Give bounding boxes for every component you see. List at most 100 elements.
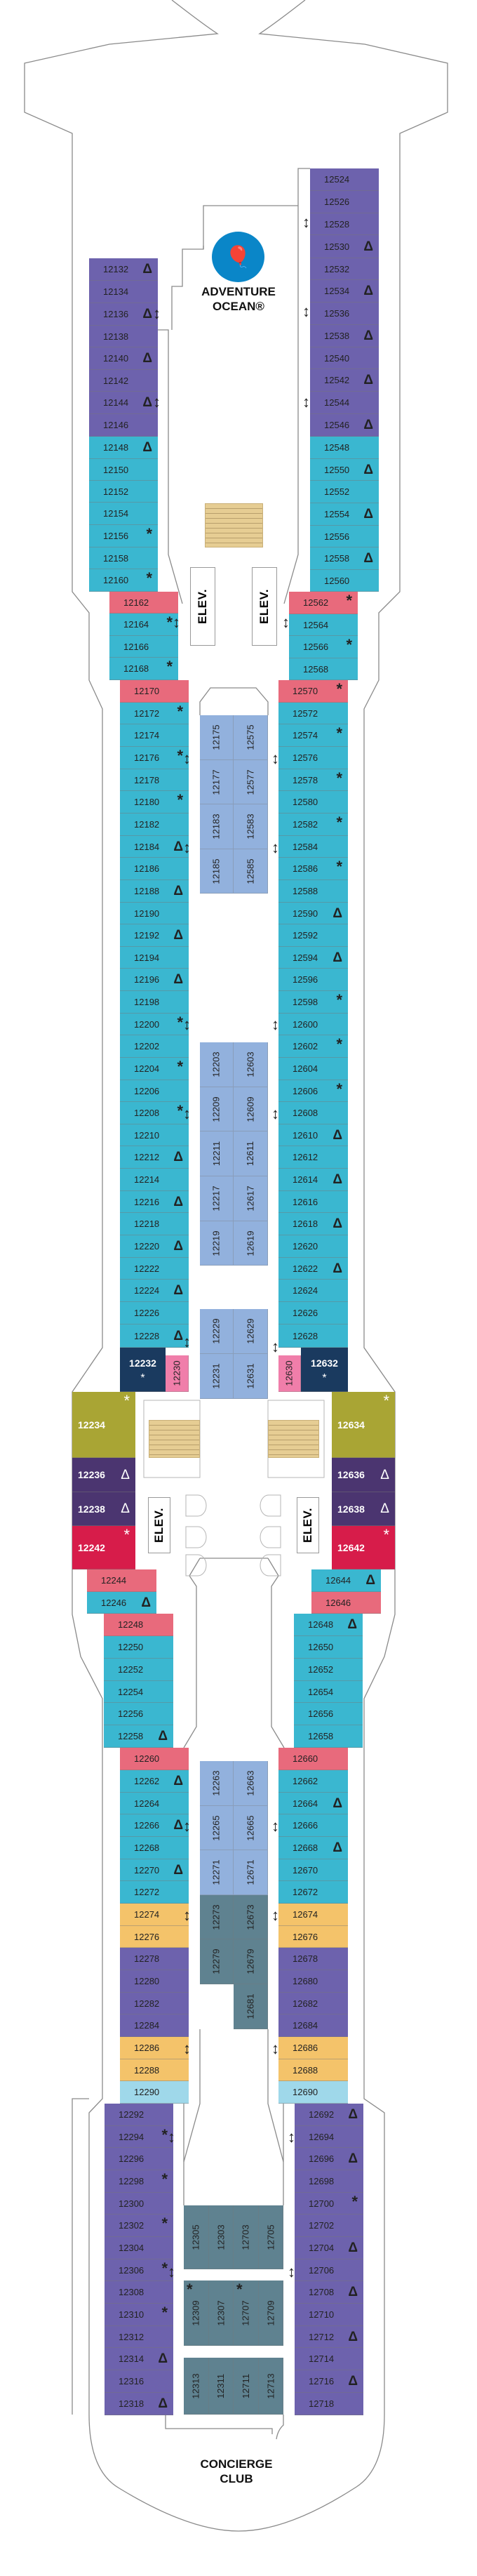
cabin-12566[interactable]: 12566* (289, 636, 358, 658)
cabin-12628[interactable]: 12628 (278, 1324, 348, 1348)
cabin-12296[interactable]: 12296 (105, 2148, 173, 2170)
cabin-12562[interactable]: 12562* (289, 592, 358, 614)
cabin-12673[interactable]: 12673 (234, 1895, 268, 1939)
cabin-12620[interactable]: 12620 (278, 1235, 348, 1258)
cabin-12316[interactable]: 12316 (105, 2370, 173, 2393)
cabin-12624[interactable]: 12624 (278, 1280, 348, 1302)
cabin-12214[interactable]: 12214 (120, 1169, 189, 1191)
cabin-12282[interactable]: 12282 (120, 1993, 189, 2014)
cabin-12574[interactable]: 12574* (278, 724, 348, 747)
cabin-12679[interactable]: 12679 (234, 1939, 268, 1984)
cabin-12650[interactable]: 12650 (294, 1636, 363, 1659)
cabin-12311[interactable]: 12311 (209, 2358, 234, 2415)
cabin-12710[interactable]: 12710 (295, 2304, 363, 2326)
cabin-12703[interactable]: 12703 (234, 2205, 259, 2269)
cabin-12160[interactable]: 12160* (89, 569, 158, 592)
cabin-12156[interactable]: 12156* (89, 525, 158, 547)
cabin-12672[interactable]: 12672 (278, 1881, 348, 1904)
cabin-12254[interactable]: 12254 (104, 1681, 173, 1703)
cabin-12617[interactable]: 12617 (234, 1176, 268, 1221)
cabin-12312[interactable]: 12312 (105, 2326, 173, 2348)
cabin-12234[interactable]: 12234* (72, 1392, 135, 1458)
cabin-12606[interactable]: 12606* (278, 1080, 348, 1102)
cabin-12548[interactable]: 12548 (310, 437, 379, 459)
cabin-12656[interactable]: 12656 (294, 1703, 363, 1725)
cabin-12268[interactable]: 12268 (120, 1837, 189, 1859)
cabin-12194[interactable]: 12194 (120, 947, 189, 969)
cabin-12670[interactable]: 12670 (278, 1859, 348, 1881)
cabin-12183[interactable]: 12183 (200, 804, 234, 849)
cabin-12576[interactable]: 12576 (278, 747, 348, 769)
cabin-12676[interactable]: 12676 (278, 1926, 348, 1948)
cabin-12528[interactable]: 12528 (310, 213, 379, 235)
cabin-12583[interactable]: 12583 (234, 804, 268, 849)
cabin-12552[interactable]: 12552 (310, 481, 379, 503)
cabin-12146[interactable]: 12146 (89, 414, 158, 437)
cabin-12544[interactable]: 12544 (310, 392, 379, 414)
cabin-12688[interactable]: 12688 (278, 2059, 348, 2081)
cabin-12152[interactable]: 12152 (89, 481, 158, 503)
cabin-12264[interactable]: 12264 (120, 1793, 189, 1814)
cabin-12584[interactable]: 12584 (278, 836, 348, 858)
cabin-12698[interactable]: 12698 (295, 2170, 363, 2193)
cabin-12578[interactable]: 12578* (278, 769, 348, 791)
cabin-12206[interactable]: 12206 (120, 1080, 189, 1102)
cabin-12274[interactable]: 12274 (120, 1904, 189, 1926)
cabin-12203[interactable]: 12203 (200, 1042, 234, 1087)
cabin-12288[interactable]: 12288 (120, 2059, 189, 2081)
cabin-12690[interactable]: 12690 (278, 2081, 348, 2104)
cabin-12536[interactable]: 12536 (310, 303, 379, 325)
cabin-12230[interactable]: 12230 (166, 1355, 189, 1392)
cabin-12572[interactable]: 12572 (278, 703, 348, 724)
cabin-12652[interactable]: 12652 (294, 1659, 363, 1681)
cabin-12663[interactable]: 12663 (234, 1761, 268, 1806)
cabin-12211[interactable]: 12211 (200, 1131, 234, 1176)
cabin-12185[interactable]: 12185 (200, 849, 234, 894)
cabin-12709[interactable]: 12709 (259, 2280, 283, 2346)
cabin-12586[interactable]: 12586* (278, 858, 348, 880)
cabin-12654[interactable]: 12654 (294, 1681, 363, 1703)
cabin-12309[interactable]: 12309* (184, 2280, 209, 2346)
cabin-12616[interactable]: 12616 (278, 1191, 348, 1213)
cabin-12662[interactable]: 12662 (278, 1770, 348, 1793)
cabin-12706[interactable]: 12706 (295, 2259, 363, 2281)
cabin-12602[interactable]: 12602* (278, 1035, 348, 1058)
cabin-12713[interactable]: 12713 (259, 2358, 283, 2415)
cabin-12182[interactable]: 12182 (120, 814, 189, 836)
cabin-12612[interactable]: 12612 (278, 1146, 348, 1169)
cabin-12138[interactable]: 12138 (89, 326, 158, 347)
cabin-12660[interactable]: 12660 (278, 1748, 348, 1770)
cabin-12204[interactable]: 12204* (120, 1058, 189, 1080)
cabin-12232[interactable]: 12232* (120, 1348, 166, 1392)
cabin-12705[interactable]: 12705 (259, 2205, 283, 2269)
cabin-12242[interactable]: 12242* (72, 1526, 135, 1569)
cabin-12700[interactable]: 12700* (295, 2193, 363, 2215)
cabin-12714[interactable]: 12714 (295, 2348, 363, 2370)
cabin-12600[interactable]: 12600 (278, 1014, 348, 1035)
cabin-12250[interactable]: 12250 (104, 1636, 173, 1659)
cabin-12608[interactable]: 12608 (278, 1102, 348, 1124)
cabin-12265[interactable]: 12265 (200, 1806, 234, 1850)
cabin-12575[interactable]: 12575 (234, 715, 268, 760)
cabin-12611[interactable]: 12611 (234, 1131, 268, 1176)
cabin-12292[interactable]: 12292 (105, 2104, 173, 2126)
cabin-12231[interactable]: 12231 (200, 1354, 234, 1399)
cabin-12280[interactable]: 12280 (120, 1970, 189, 1993)
